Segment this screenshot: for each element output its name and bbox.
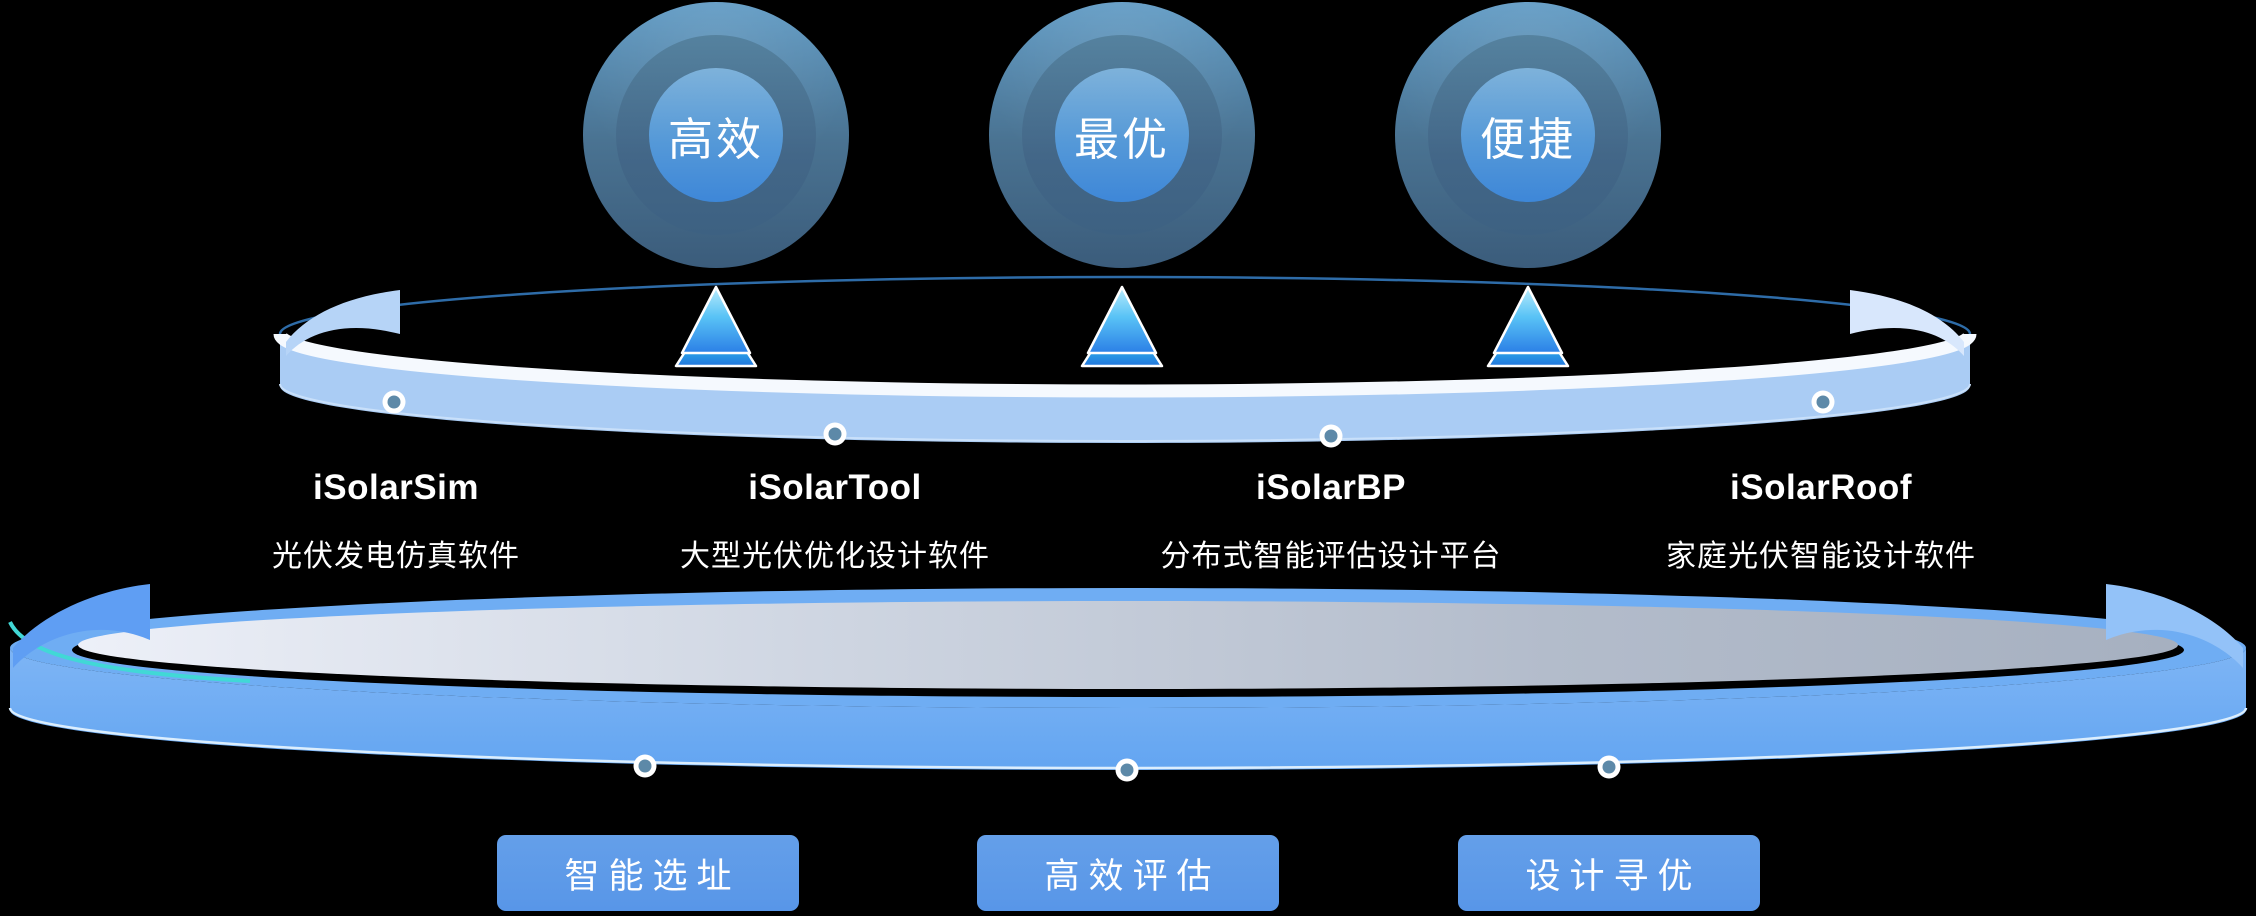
upper-ring-top-surface: [273, 332, 1977, 398]
up-arrow: [1486, 285, 1570, 368]
badge-label: 高效: [667, 113, 764, 165]
connector-dot: [633, 754, 657, 778]
badge-core: 便捷: [1461, 68, 1595, 202]
dot-core: [638, 759, 652, 773]
badge-circle-efficient: 高效: [583, 2, 849, 268]
lower-disc-surface: [78, 601, 2178, 689]
product-name-isolarsim: iSolarSim: [313, 468, 479, 507]
arrow-front-layer: [680, 285, 752, 355]
dot-core: [1120, 763, 1134, 777]
lower-disc-left-lip: [13, 584, 150, 668]
product-description: 家庭光伏智能设计软件: [1666, 540, 1976, 573]
product-description: 分布式智能评估设计平台: [1160, 540, 1502, 573]
connector-dot: [1319, 424, 1343, 448]
connector-dot: [1811, 390, 1835, 414]
connector-dot: [1115, 758, 1139, 782]
upper-ring-left-lip: [286, 290, 400, 356]
product-name-isolarbp: iSolarBP: [1256, 468, 1406, 507]
upper-ring-band: [280, 334, 1970, 443]
badge-circle-optimal: 最优: [989, 2, 1255, 268]
dot-core: [1602, 760, 1616, 774]
connector-dot: [382, 390, 406, 414]
upper-ring-right-lip: [1850, 290, 1964, 356]
badge-core: 高效: [649, 68, 783, 202]
teal-edge-accent: [8, 621, 251, 683]
arrow-front-layer: [1492, 285, 1564, 355]
connector-dot: [823, 422, 847, 446]
arrow-front-layer: [1086, 285, 1158, 355]
connector-dot: [1597, 755, 1621, 779]
dot-core: [387, 395, 401, 409]
upper-ring-bottom-edge: [279, 383, 1971, 442]
lower-disc-band: [10, 648, 2246, 770]
capability-button-label: 智能选址: [564, 856, 741, 896]
product-name-isolarroof: iSolarRoof: [1730, 468, 1912, 507]
badge-circle-convenient: 便捷: [1395, 2, 1661, 268]
lower-disc-right-lip: [2106, 584, 2243, 668]
capability-button-site-selection[interactable]: 智能选址: [497, 835, 799, 911]
product-description: 大型光伏优化设计软件: [680, 540, 990, 573]
up-arrow: [1080, 285, 1164, 368]
dot-core: [828, 427, 842, 441]
badge-label: 最优: [1073, 113, 1170, 165]
product-description: 光伏发电仿真软件: [272, 540, 520, 573]
up-arrow: [674, 285, 758, 368]
capability-button-label: 高效评估: [1044, 856, 1221, 896]
capability-button-label: 设计寻优: [1525, 856, 1702, 896]
product-name-isolartool: iSolarTool: [748, 468, 922, 507]
dot-core: [1816, 395, 1830, 409]
badge-label: 便捷: [1479, 113, 1576, 165]
dot-core: [1324, 429, 1338, 443]
capability-button-evaluation[interactable]: 高效评估: [977, 835, 1279, 911]
badge-core: 最优: [1055, 68, 1189, 202]
capability-button-design-optimization[interactable]: 设计寻优: [1458, 835, 1760, 911]
